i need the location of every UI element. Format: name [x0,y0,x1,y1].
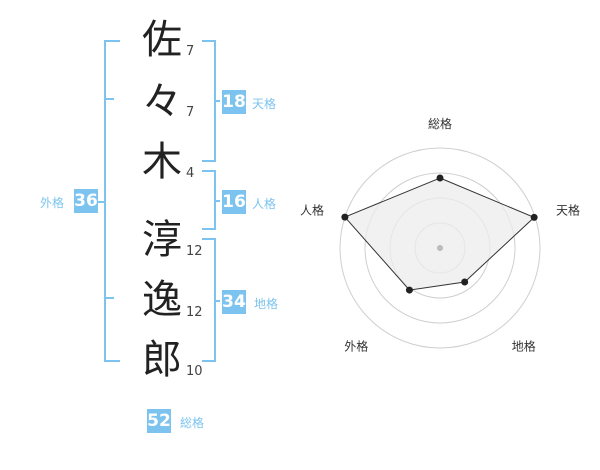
stroke-count-2: 7 [186,105,195,120]
radar-polygon [344,177,536,291]
radar-points [341,174,538,294]
name-char-6: 郎 [142,337,182,383]
stroke-count-4: 12 [186,244,203,259]
radar-point-5 [341,213,349,221]
gaikaku-mid-tick-1 [104,98,114,100]
gaikaku-badge: 36 [74,189,98,213]
radar-axis-label-5: 人格 [300,202,324,217]
name-char-1: 佐 [142,17,182,63]
chikaku-label: 地格 [254,297,279,311]
tenkaku-label: 天格 [252,97,277,111]
gaikaku-bracket [104,40,120,362]
chikaku-badge: 34 [222,290,246,314]
jinkaku-badge: 16 [222,190,246,214]
radar-axis-label-4: 外格 [344,339,368,354]
gaikaku-label: 外格 [40,196,65,210]
radar-axis-label-2: 天格 [556,202,580,217]
radar-point-1 [436,174,444,182]
radar-point-3 [461,278,469,286]
gaikaku-connector [98,201,104,203]
tenkaku-connector [214,100,220,102]
name-char-3: 木 [142,139,182,185]
gaikaku-mid-tick-2 [104,297,114,299]
radar-ring-3 [364,172,516,324]
name-char-5: 逸 [142,277,182,323]
stroke-count-3: 4 [186,166,195,181]
stroke-count-6: 10 [186,364,203,379]
radar-center [437,245,443,251]
chikaku-connector [214,300,220,302]
stroke-count-1: 7 [186,44,195,59]
jinkaku-label: 人格 [252,197,277,211]
radar-point-4 [405,286,413,294]
radar-axis-label-1: 総格 [428,116,452,131]
jinkaku-connector [214,200,220,202]
name-char-2: 々 [142,79,182,125]
stroke-count-5: 12 [186,305,203,320]
radar-axis-label-3: 地格 [512,339,536,354]
radar-point-2 [530,213,538,221]
name-char-4: 淳 [142,217,182,263]
soukaku-badge: 52 [147,409,171,433]
soukaku-label: 総格 [180,416,205,430]
tenkaku-badge: 18 [222,90,246,114]
